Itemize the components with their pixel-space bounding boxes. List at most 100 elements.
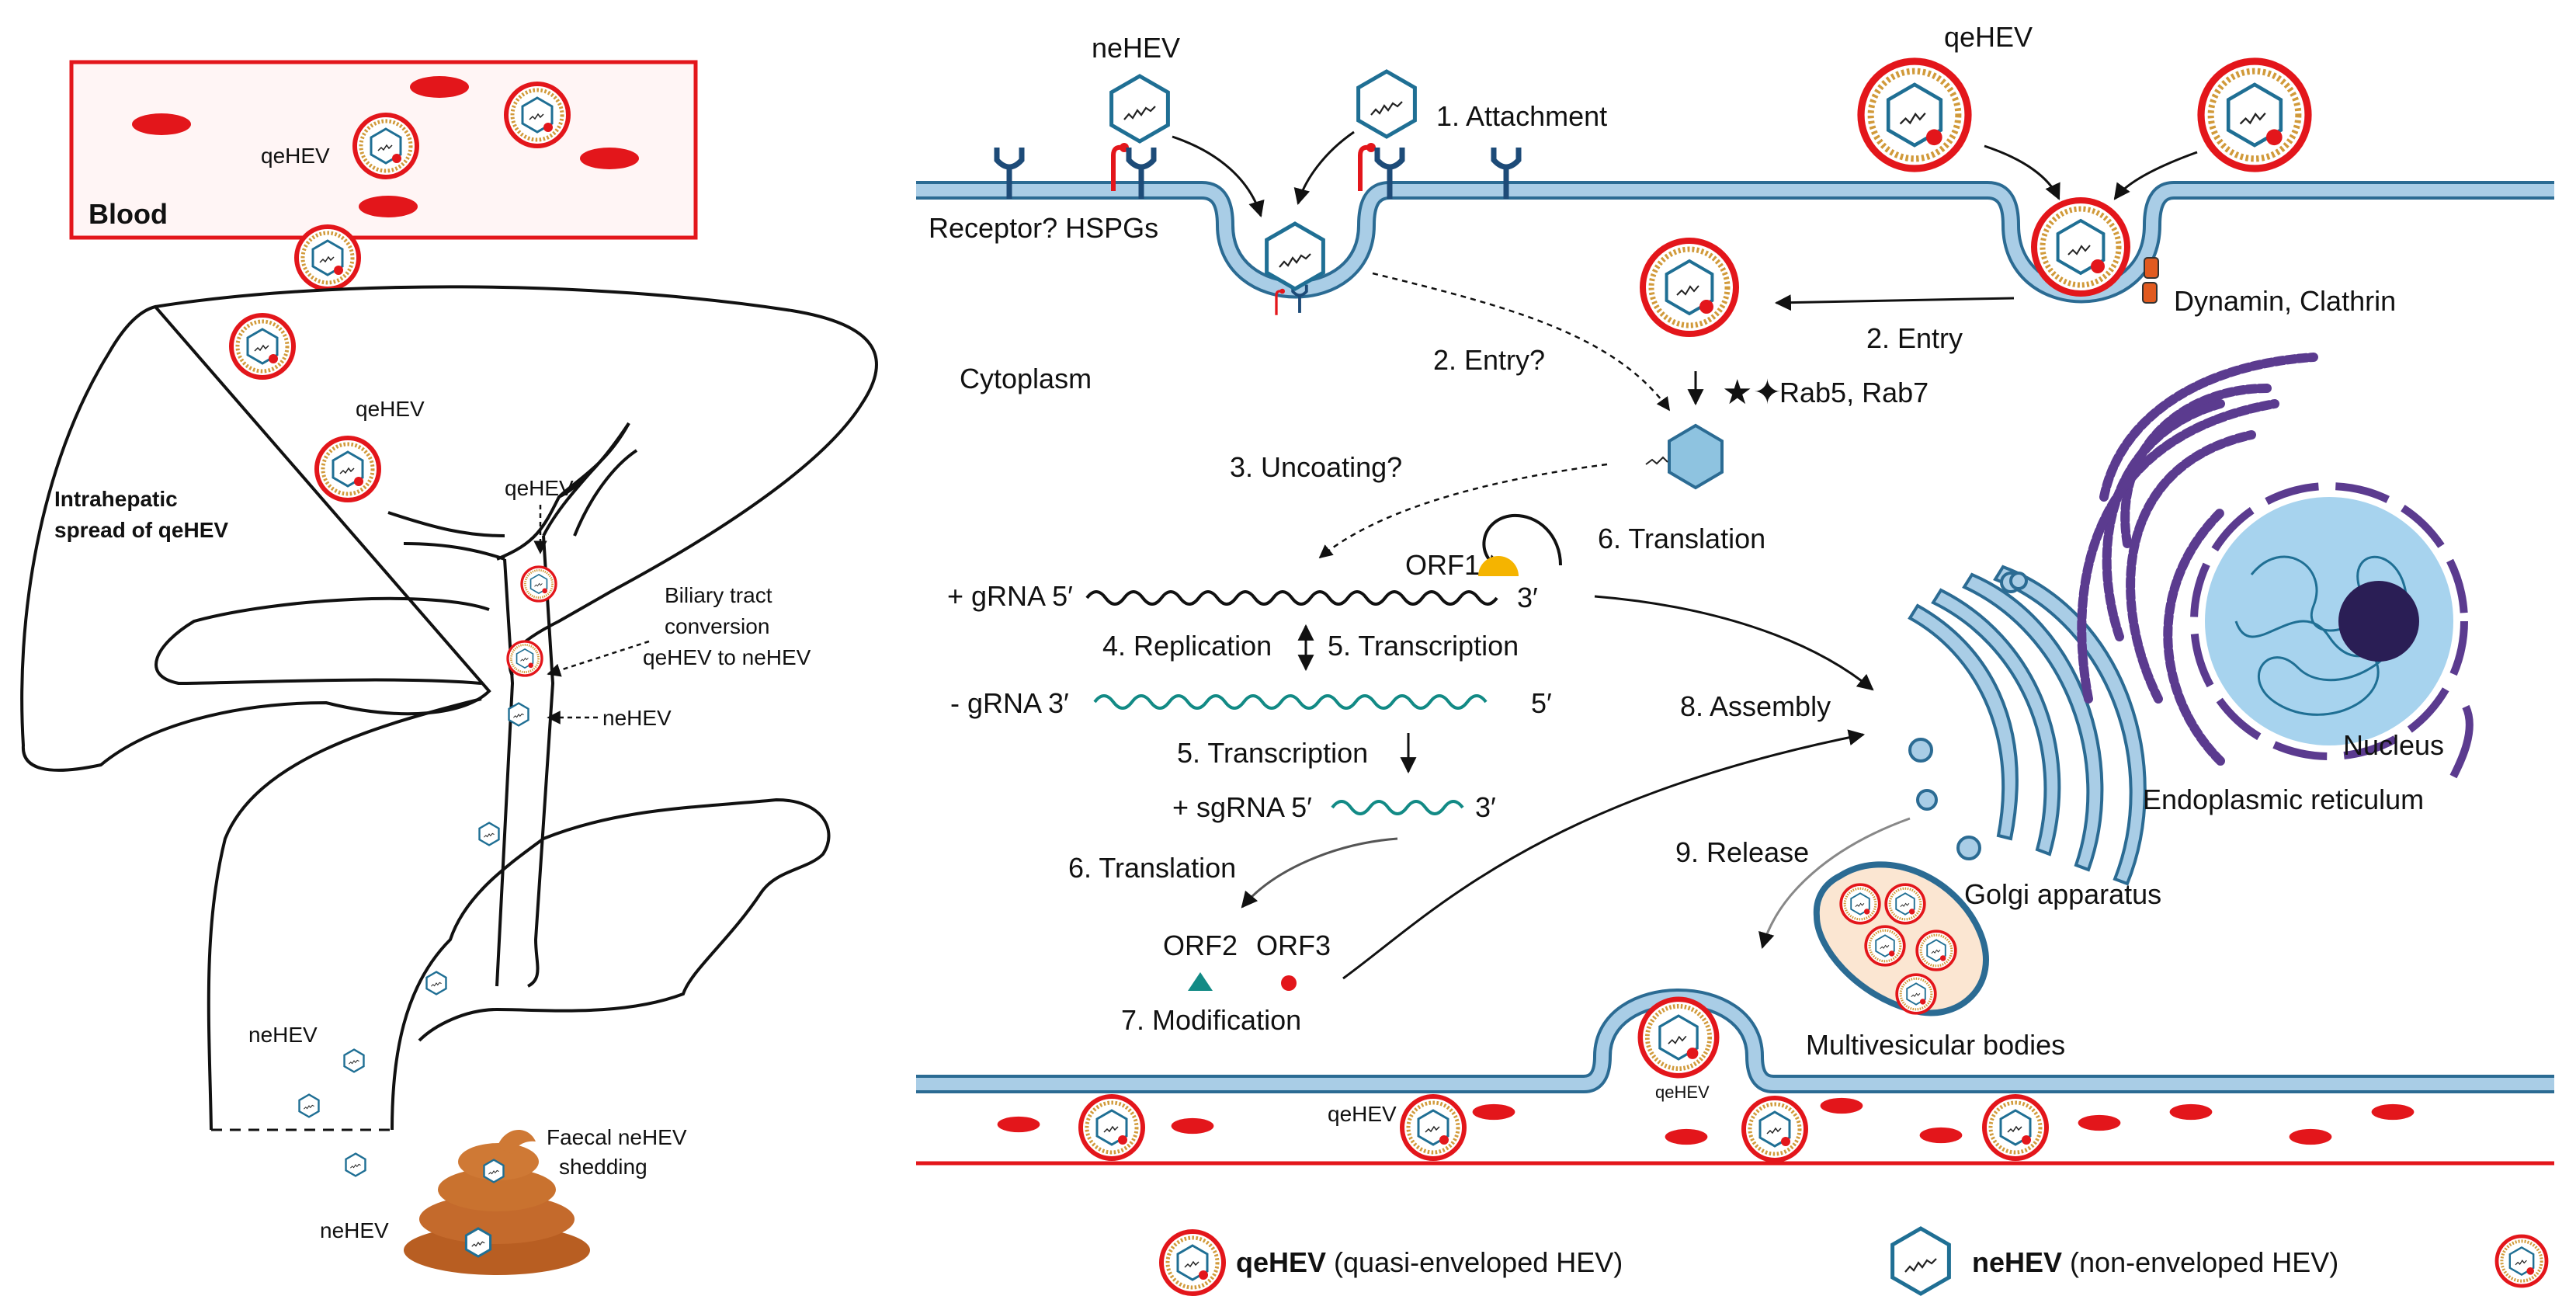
qehev-particle	[1884, 883, 1926, 925]
red-blood-cell	[1919, 1127, 1963, 1144]
outside-qehev-label: qeHEV	[1328, 1102, 1397, 1126]
legend-qehev-desc: (quasi-enveloped HEV)	[1326, 1246, 1623, 1278]
faecal-label-1: Faecal neHEV	[547, 1125, 687, 1149]
orf1-label: ORF1	[1405, 549, 1480, 581]
dynamin-label: Dynamin, Clathrin	[2174, 285, 2396, 317]
qehev-particle	[520, 565, 557, 603]
qehev-particle	[1864, 925, 1906, 967]
red-blood-cell	[997, 1116, 1040, 1133]
dynamin-protein	[2144, 257, 2159, 279]
blood-label: Blood	[89, 198, 168, 230]
legend-qehev-icon	[1161, 1232, 1224, 1294]
nehev-lower-label: neHEV	[248, 1023, 318, 1047]
qehev-particle	[297, 227, 359, 289]
liver-qehev-label: qeHEV	[356, 397, 425, 421]
plus-grna-label: + gRNA 5′	[947, 580, 1073, 612]
modification-label: 7. Modification	[1121, 1004, 1301, 1036]
red-blood-cell	[1820, 1097, 1863, 1114]
legend-nehev-icon	[1893, 1228, 1949, 1294]
biliary-label-2: conversion	[665, 614, 769, 638]
uncoating-label: 3. Uncoating?	[1230, 451, 1402, 483]
biliary-label-3: qeHEV to neHEV	[643, 645, 811, 669]
endoplasmic-reticulum	[2077, 353, 2318, 766]
rna-fragment-icon	[1645, 456, 1668, 465]
entry-arrow	[1984, 144, 2060, 200]
bile-duct	[387, 422, 638, 988]
sgrna-label: + sgRNA 5′	[1172, 791, 1312, 823]
qehev-particle	[1081, 1096, 1143, 1159]
assembly-label: 8. Assembly	[1680, 690, 1831, 722]
faecal-label-2: shedding	[559, 1155, 647, 1179]
orf3-label: ORF3	[1256, 930, 1331, 961]
transcription-b-label: 5. Transcription	[1177, 737, 1368, 769]
replication-label: 4. Replication	[1102, 630, 1272, 662]
legend-qehev-text: qeHEV (quasi-enveloped HEV)	[1236, 1246, 1623, 1278]
uncoating-arrow	[1318, 463, 1608, 559]
biliary-label-1: Biliary tract	[665, 583, 772, 607]
duodenum-outline	[207, 697, 831, 1131]
red-blood-cell	[1665, 1128, 1708, 1145]
release-arrow	[1758, 817, 1911, 950]
hepatic-branch	[542, 422, 630, 537]
release-label: 9. Release	[1675, 836, 1809, 868]
translation-bottom-arrow	[1241, 837, 1398, 909]
cytoplasm-label: Cytoplasm	[960, 363, 1092, 394]
clathrin-protein	[2142, 282, 2158, 304]
orf2-protein-icon	[1188, 972, 1213, 991]
golgi-apparatus	[1908, 565, 2147, 886]
qehev-top-label: qeHEV	[1944, 21, 2033, 53]
orf2-label: ORF2	[1163, 930, 1238, 961]
qehev-particle	[317, 438, 379, 500]
capsid-icon	[1668, 423, 1724, 490]
nuclear-envelope	[2190, 482, 2468, 760]
legend-nehev-desc: (non-enveloped HEV)	[2062, 1246, 2338, 1278]
red-blood-cell	[2169, 1103, 2213, 1121]
nehev-top-label: neHEV	[1092, 32, 1180, 64]
attach-arrow	[1293, 130, 1355, 206]
translation-loop-arrow	[1482, 513, 1562, 575]
red-blood-cell	[580, 148, 639, 169]
biliary-arrow	[547, 640, 650, 677]
attach-arrow	[1172, 135, 1265, 218]
hspg	[1360, 143, 1376, 191]
entry-arrow	[2113, 151, 2198, 200]
intrahepatic-label-1: Intrahepatic	[54, 487, 178, 511]
qehev-particle	[2201, 61, 2308, 169]
qehev-particle	[1915, 930, 1957, 971]
legend-qehev-bold: qeHEV	[1236, 1246, 1326, 1278]
bud-qehev-label: qeHEV	[1655, 1082, 1710, 1102]
entry-q-arrow	[1372, 272, 1671, 412]
red-blood-cell	[410, 76, 469, 98]
nehev-arrow-label: neHEV	[602, 706, 672, 730]
qehev-particle	[1895, 973, 1937, 1015]
nehev-particle	[1112, 76, 1168, 141]
nehev-particle	[1267, 224, 1324, 289]
plus-grna-strand	[1085, 590, 1498, 606]
sgrna-end: 3′	[1475, 791, 1496, 823]
orf3-protein-icon	[1281, 975, 1297, 991]
legend-nehev-bold: neHEV	[1972, 1246, 2062, 1278]
er-label: Endoplasmic reticulum	[2143, 784, 2424, 815]
duct-qehev-label: qeHEV	[505, 476, 574, 500]
cell-panel: neHEV 1. Attachment Receptor? HSPGs qeHE…	[916, 21, 2554, 1166]
red-blood-cell	[1472, 1103, 1515, 1121]
transcription-a-label: 5. Transcription	[1328, 630, 1519, 662]
mvb-label: Multivesicular bodies	[1806, 1029, 2065, 1061]
translation-bottom-label: 6. Translation	[1068, 852, 1236, 884]
faeces-icon	[404, 1130, 590, 1275]
red-blood-cell	[1171, 1117, 1214, 1135]
entry-arrow	[1774, 294, 2015, 311]
qehev-particle	[1984, 1096, 2047, 1159]
qehev-particle	[506, 640, 543, 677]
qehev-particle	[1861, 61, 1968, 169]
qehev-particle	[506, 84, 568, 146]
endosome-qehev	[1643, 241, 1736, 334]
nehev-particle	[478, 822, 500, 846]
budding-qehev	[1640, 999, 1717, 1075]
rab5-icon: ★	[1722, 374, 1752, 412]
translation-top-label: 6. Translation	[1598, 523, 1765, 554]
attachment-label: 1. Attachment	[1436, 100, 1607, 132]
qehev-particle	[1839, 883, 1881, 925]
gallbladder-outline	[154, 596, 490, 686]
er-fragment	[2449, 704, 2474, 779]
